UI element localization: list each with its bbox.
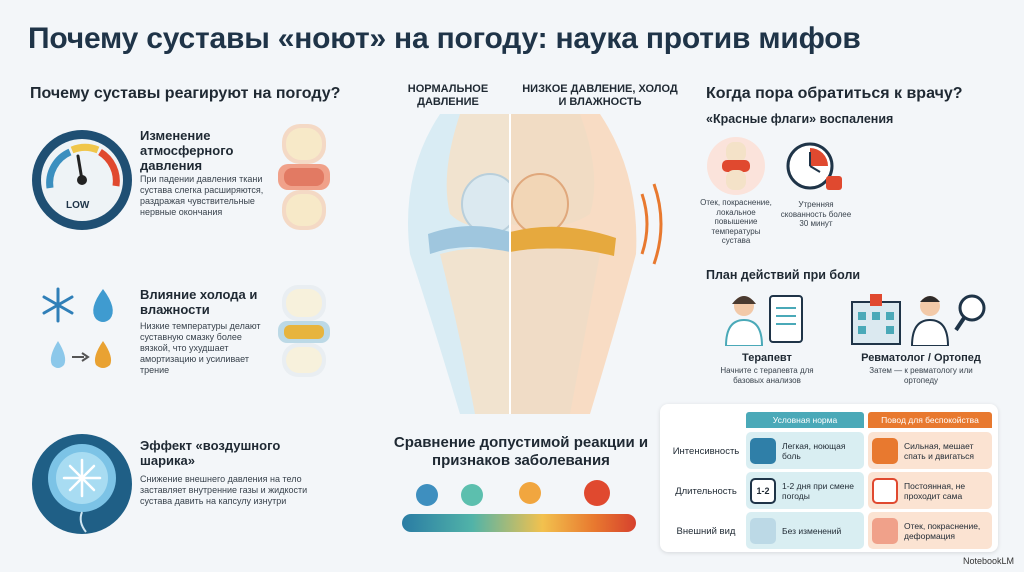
pain-scale-bar	[402, 514, 636, 532]
row-label-duration: Длительность	[675, 486, 737, 497]
right-heading: Когда пора обратиться к врачу?	[706, 85, 963, 102]
specialist-text: Затем — к ревматологу или ортопеду	[869, 366, 973, 385]
soundwave-strong-icon	[872, 437, 898, 464]
flag-inflammation-text: Отек, покраснение, локальное повышение т…	[700, 198, 772, 245]
face-moderate-icon	[519, 482, 541, 504]
cell-appearance-alarm: Отек, покраснение, деформация	[904, 520, 981, 541]
cell-duration-norm: 1-2 дня при смене погоды	[782, 480, 854, 501]
cold-humidity-icon	[38, 285, 128, 380]
cell-duration-alarm: Постоянная, не проходит сама	[904, 480, 966, 501]
brand-label: NotebookLM	[962, 556, 1014, 566]
balloon-text: Снижение внешнего давления на тело заста…	[140, 474, 308, 506]
label-low-pressure: НИЗКОЕ ДАВЛЕНИЕ, ХОЛОД И ВЛАЖНОСТЬ	[522, 83, 678, 108]
face-severe-icon	[584, 480, 610, 506]
row-label-appearance: Внешний вид	[676, 526, 736, 537]
balloon-icon	[30, 432, 134, 536]
table-row: Отек, покраснение, деформация	[868, 512, 992, 549]
pressure-title: Изменение атмосферного давления	[140, 128, 234, 173]
face-calm-icon	[416, 484, 438, 506]
pressure-gauge-icon: LOW	[30, 128, 134, 232]
plan-title: План действий при боли	[706, 268, 861, 282]
cell-intensity-norm: Легкая, ноющая боль	[782, 440, 846, 461]
joint-cold-icon	[272, 285, 336, 377]
joint-inflamed-icon	[872, 517, 898, 544]
comparison-table: Условная норма Повод для беспокойства Ин…	[660, 404, 998, 552]
table-row: 1-2 1-2 дня при смене погоды	[746, 472, 864, 509]
joint-pressure-icon	[272, 124, 336, 230]
table-row: Постоянная, не проходит сама	[868, 472, 992, 509]
table-row: Легкая, ноющая боль	[746, 432, 864, 469]
flag-stiffness-text: Утренняя скованность более 30 минут	[780, 200, 852, 228]
therapist-icon	[724, 292, 808, 347]
specialist-title: Ревматолог / Ортопед	[861, 352, 981, 364]
therapist-text: Начните с терапевта для базовых анализов	[720, 366, 814, 385]
gauge-label: LOW	[66, 200, 90, 211]
cold-title: Влияние холода и влажности	[140, 287, 258, 317]
cell-appearance-norm: Без изменений	[782, 525, 842, 536]
table-row: Без изменений	[746, 512, 864, 549]
calendar-full-icon	[872, 477, 898, 504]
pressure-text: При падении давления ткани сустава слегк…	[140, 174, 264, 217]
table-header-alarm: Повод для беспокойства	[868, 412, 992, 428]
balloon-title: Эффект «воздушного шарика»	[140, 438, 281, 468]
table-header-norm: Условная норма	[746, 412, 864, 428]
cell-intensity-alarm: Сильная, мешает спать и двигаться	[904, 440, 975, 461]
alarm-clock-icon	[784, 136, 844, 196]
left-heading: Почему суставы реагируют на погоду?	[30, 85, 341, 102]
label-normal-pressure: НОРМАЛЬНОЕ ДАВЛЕНИЕ	[407, 83, 489, 108]
knee-comparison-illustration	[380, 114, 670, 414]
page-title: Почему суставы «ноют» на погоду: наука п…	[28, 22, 861, 55]
inflamed-joint-icon	[706, 136, 766, 196]
cold-text: Низкие температуры делают суставную смаз…	[140, 321, 261, 375]
therapist-title: Терапевт	[742, 352, 792, 364]
face-mild-icon	[461, 484, 483, 506]
table-row: Сильная, мешает спать и двигаться	[868, 432, 992, 469]
compare-title: Сравнение допустимой реакции и признаков…	[393, 434, 649, 469]
calendar-icon: 1-2	[750, 477, 776, 504]
specialist-icon	[850, 292, 990, 347]
red-flags-title: «Красные флаги» воспаления	[706, 112, 894, 126]
joint-normal-icon	[750, 517, 776, 544]
soundwave-mild-icon	[750, 437, 776, 464]
row-label-intensity: Интенсивность	[672, 446, 740, 457]
